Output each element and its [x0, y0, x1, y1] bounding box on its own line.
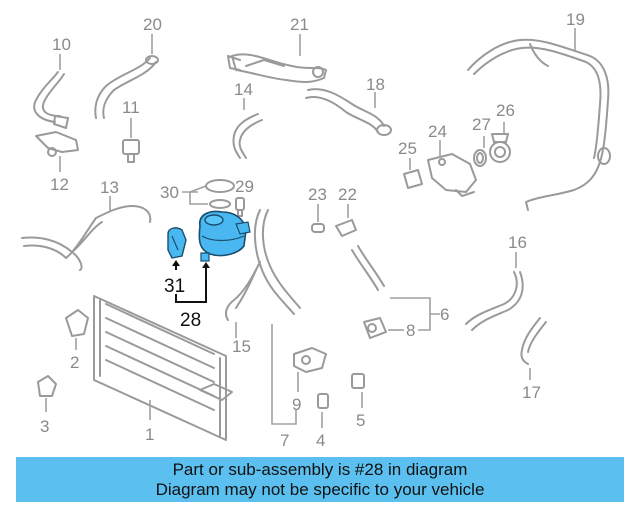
- part-14-hose: [232, 113, 263, 159]
- leader-7: [271, 324, 297, 425]
- part-8-connector: [363, 317, 387, 339]
- callout-12: 12: [50, 175, 69, 194]
- part-23-plug: [311, 223, 325, 233]
- callout-8: 8: [406, 321, 415, 340]
- callout-11: 11: [122, 98, 140, 117]
- callout-4: 4: [316, 431, 325, 450]
- part-18-hose: [305, 88, 392, 136]
- leader-31-arrow: [172, 260, 180, 266]
- part-21-coolant-flange: [227, 53, 327, 83]
- callout-27: 27: [472, 115, 491, 134]
- part-28-expansion-tank[interactable]: [198, 210, 251, 262]
- callout-22: 22: [338, 185, 357, 204]
- part-10-hose: [33, 71, 69, 129]
- part-24-thermostat-housing: [427, 153, 477, 197]
- leader-6: [390, 297, 440, 331]
- part-16-hose: [465, 271, 524, 331]
- parts-diagram: 10 20 11 12 21 19: [21, 10, 611, 450]
- callout-28: 28: [180, 310, 201, 331]
- part-22-bracket: [335, 219, 357, 237]
- part-3-mount: [37, 375, 57, 397]
- callout-9: 9: [292, 395, 301, 414]
- part-6-hose: [351, 245, 385, 291]
- leader-28-arrow: [202, 262, 210, 268]
- part-17-hose: [520, 317, 547, 365]
- callout-10: 10: [52, 35, 71, 54]
- callout-14: 14: [234, 80, 253, 99]
- callout-17: 17: [522, 383, 541, 402]
- callout-26: 26: [496, 101, 515, 120]
- callout-2: 2: [70, 353, 79, 372]
- part-2-mount: [65, 309, 89, 337]
- part-13-pipe: [21, 205, 152, 271]
- callout-29: 29: [235, 177, 254, 196]
- callout-1: 1: [145, 425, 154, 444]
- callout-18: 18: [366, 75, 385, 94]
- callout-20: 20: [143, 15, 162, 34]
- part-26-thermostat: [489, 133, 511, 163]
- part-20-hose: [94, 55, 159, 119]
- callout-6: 6: [440, 305, 449, 324]
- callout-13: 13: [100, 178, 119, 197]
- callout-30: 30: [160, 183, 179, 202]
- part-5-sensor: [351, 373, 365, 389]
- part-15-hose: [225, 261, 261, 321]
- callout-25: 25: [398, 139, 417, 158]
- callout-24: 24: [428, 122, 447, 141]
- info-banner: Part or sub-assembly is #28 in diagram D…: [16, 457, 624, 502]
- banner-line-1: Part or sub-assembly is #28 in diagram: [172, 459, 468, 479]
- part-1-radiator: [93, 295, 233, 441]
- part-27-o-ring: [473, 149, 487, 167]
- part-29-sensor: [235, 197, 245, 217]
- callout-23: 23: [308, 185, 327, 204]
- callout-16: 16: [508, 233, 527, 252]
- part-25-gasket: [403, 169, 423, 189]
- leader-30: [182, 185, 208, 205]
- part-4-sensor: [317, 393, 329, 409]
- part-12-bracket: [35, 131, 79, 157]
- callout-31: 31: [164, 276, 185, 297]
- leader-28: [175, 264, 207, 303]
- callout-21: 21: [290, 15, 309, 34]
- callout-15: 15: [232, 337, 251, 356]
- callout-5: 5: [356, 411, 365, 430]
- banner-line-2: Diagram may not be specific to your vehi…: [155, 479, 485, 499]
- part-30-cap: [205, 179, 235, 209]
- callout-19: 19: [566, 10, 585, 29]
- part-11-sensor: [122, 139, 140, 163]
- part-31-bracket[interactable]: [167, 227, 187, 259]
- part-9-flange: [293, 347, 327, 373]
- part-19-hose: [467, 38, 611, 211]
- callout-7: 7: [280, 431, 289, 450]
- callout-3: 3: [40, 417, 49, 436]
